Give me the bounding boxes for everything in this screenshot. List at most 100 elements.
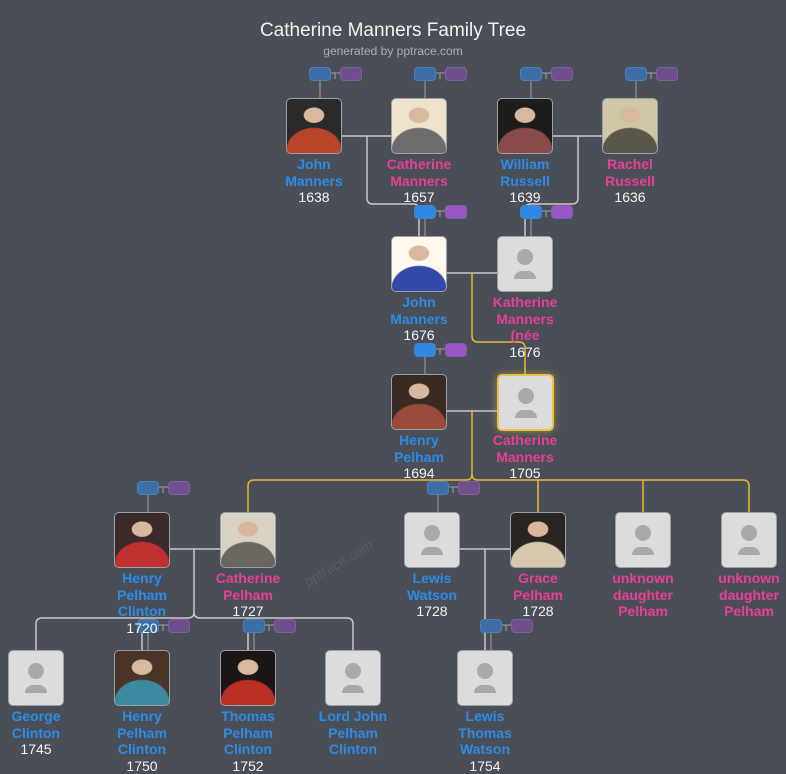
add-mother-button[interactable] [168,481,190,495]
person-name[interactable]: Grace Pelham [513,570,563,603]
person-name[interactable]: William Russell [500,156,550,189]
button-stem [253,624,274,650]
avatar-body [515,410,537,418]
parent-link [471,273,526,374]
add-mother-button[interactable] [511,619,533,633]
add-father-button[interactable] [427,481,449,495]
person-portrait[interactable] [114,650,170,706]
add-father-button[interactable] [309,67,331,81]
button-stem [530,72,551,98]
add-father-button[interactable] [414,205,436,219]
person-birth-year: 1639 [509,189,541,205]
add-father-button[interactable] [137,619,159,633]
avatar-body [474,685,496,693]
person-portrait[interactable] [602,98,658,154]
person-placeholder-icon[interactable] [497,374,554,431]
person-name[interactable]: Rachel Russell [605,156,655,189]
person-placeholder-icon[interactable] [325,650,381,706]
person-name[interactable]: Henry Pelham [394,432,444,465]
person-label: unknown daughter Pelham [598,570,688,620]
person-portrait[interactable] [220,650,276,706]
person-name[interactable]: Thomas Pelham Clinton [221,708,275,757]
person-name[interactable]: Lewis Thomas Watson [458,708,512,757]
person-name[interactable]: George Clinton [11,708,61,741]
person-portrait[interactable] [286,98,342,154]
person-name[interactable]: John Manners [285,156,343,189]
person-birth-year: 1676 [403,327,435,343]
avatar-body [342,685,364,693]
add-mother-button[interactable] [445,343,467,357]
add-mother-button[interactable] [274,619,296,633]
add-mother-button[interactable] [551,67,573,81]
avatar-head [477,663,493,679]
button-stem [424,348,445,374]
person-name[interactable]: Catherine Manners [386,156,452,189]
person-portrait[interactable] [391,374,447,430]
add-father-button[interactable] [414,67,436,81]
person-placeholder-icon[interactable] [404,512,460,568]
person-birth-year: 1752 [232,757,264,774]
avatar-body [632,547,654,555]
person-birth-year: 1728 [522,603,554,619]
add-mother-button[interactable] [458,481,480,495]
avatar-head [345,663,361,679]
add-mother-button[interactable] [551,205,573,219]
add-father-button[interactable] [243,619,265,633]
person-portrait[interactable] [220,512,276,568]
button-stem [530,210,551,236]
add-mother-button[interactable] [445,205,467,219]
person-name[interactable]: Katherine Manners (née [492,294,558,343]
avatar-head [517,249,533,265]
person-name[interactable]: Catherine Pelham [215,570,281,603]
person-name[interactable]: Henry Pelham Clinton [117,570,167,619]
add-mother-button[interactable] [656,67,678,81]
person-birth-year: 1694 [403,465,435,481]
person-placeholder-icon[interactable] [497,236,553,292]
person-name[interactable]: unknown daughter Pelham [612,570,674,619]
add-father-button[interactable] [137,481,159,495]
button-stem [635,72,656,98]
add-father-button[interactable] [414,343,436,357]
add-father-button[interactable] [480,619,502,633]
avatar-head [28,663,44,679]
person-portrait[interactable] [391,236,447,292]
person-portrait[interactable] [510,512,566,568]
person-placeholder-icon[interactable] [457,650,513,706]
add-mother-button[interactable] [445,67,467,81]
add-father-button[interactable] [520,205,542,219]
button-stem [490,624,511,650]
button-stem [147,486,168,512]
add-mother-button[interactable] [168,619,190,633]
person-portrait[interactable] [497,98,553,154]
person-name[interactable]: unknown daughter Pelham [718,570,780,619]
person-portrait[interactable] [114,512,170,568]
person-name[interactable]: Henry Pelham Clinton [117,708,167,757]
avatar-body [738,547,760,555]
person-name[interactable]: Lewis Watson [406,570,458,603]
person-name[interactable]: Catherine Manners [492,432,558,465]
person-birth-year: 1636 [614,189,646,205]
person-birth-year: 1720 [126,619,158,636]
person-name[interactable]: John Manners [390,294,448,327]
add-father-button[interactable] [520,67,542,81]
person-portrait[interactable] [391,98,447,154]
avatar-head [518,388,534,404]
person-placeholder-icon[interactable] [615,512,671,568]
person-placeholder-icon[interactable] [721,512,777,568]
person-placeholder-icon[interactable] [8,650,64,706]
avatar-head [741,525,757,541]
add-mother-button[interactable] [340,67,362,81]
button-stem [147,624,168,650]
person-name[interactable]: Lord John Pelham Clinton [318,708,388,757]
add-father-button[interactable] [625,67,647,81]
person-birth-year: 1638 [298,189,330,205]
person-birth-year: 1705 [509,465,541,481]
